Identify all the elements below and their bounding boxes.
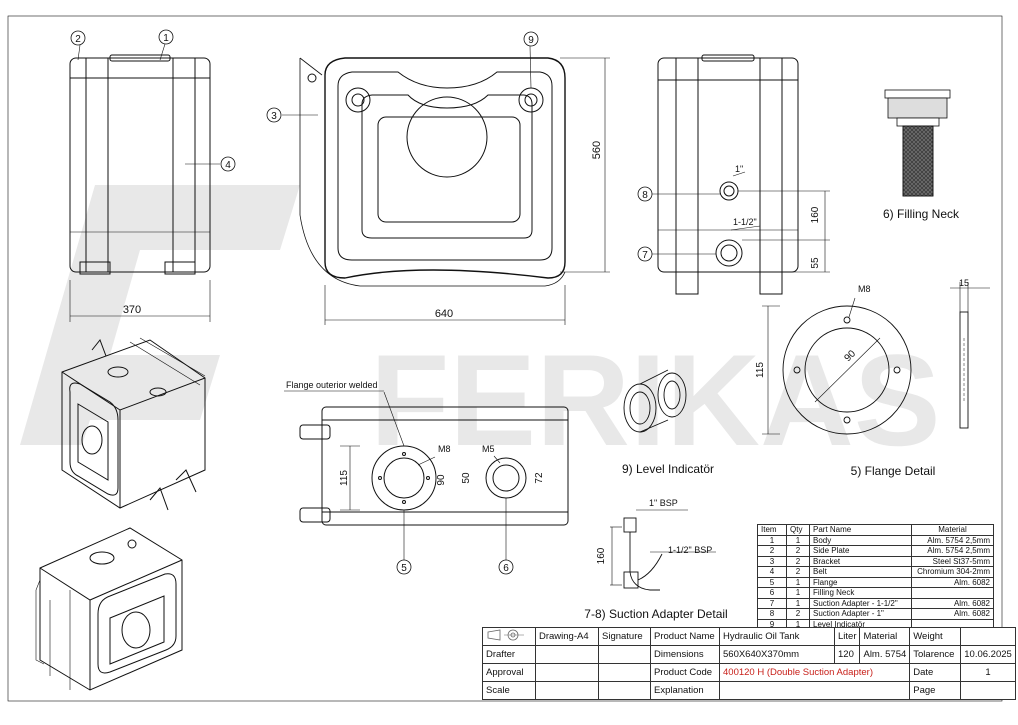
balloon-4: 4 [225, 160, 231, 171]
col-item: Item [757, 524, 787, 536]
title-block: Drawing-A4 Signature Product Name Hydrau… [482, 627, 1016, 700]
balloon-8: 8 [642, 190, 648, 201]
product-code-value: 400120 H (Double Suction Adapter) [718, 663, 911, 682]
dim-160: 160 [810, 206, 821, 223]
col-qty: Qty [786, 524, 810, 536]
suction-adapter-drawing [610, 509, 716, 591]
dim-height-560: 560 [591, 141, 603, 159]
balloon-1: 1 [163, 33, 169, 44]
material-value: Alm. 5754 [859, 645, 911, 664]
watermark: FERIKAS [20, 185, 941, 473]
page-value: 1 [960, 663, 1016, 682]
thread-1-1-2in: 1-1/2" [733, 217, 757, 227]
flange-weld-note: Flange outerior welded [286, 380, 378, 390]
bottom-dia-115: 115 [339, 470, 350, 486]
back-labels: 8 7 1" 1-1/2" 160 55 [637, 164, 821, 269]
front-view [69, 43, 220, 322]
balloon-5: 5 [401, 563, 407, 574]
thread-1in: 1" [735, 164, 743, 174]
sheet-border [7, 15, 1003, 702]
front-balloons: 2 1 4 370 [70, 29, 236, 316]
product-code-label: Product Code [650, 663, 720, 682]
balloon-3: 3 [271, 111, 277, 122]
isometric-view-top [61, 337, 206, 511]
scale-label: Scale [482, 681, 536, 700]
filling-neck-drawing [884, 89, 951, 197]
level-indicator-caption: 9) Level Indicatör [622, 462, 714, 476]
product-name-label: Product Name [650, 627, 720, 646]
drawing-format: Drawing-A4 [535, 627, 599, 646]
liter-value: 120 [833, 645, 861, 664]
approval-label: Approval [482, 663, 536, 682]
balloon-6: 6 [503, 563, 509, 574]
tolerance-label: Tolarence [909, 645, 962, 664]
suction-dim-160: 160 [596, 547, 607, 564]
col-part-name: Part Name [809, 524, 912, 536]
bottom-dia-72: 72 [534, 472, 545, 484]
suction-1in-bsp: 1" BSP [649, 498, 678, 508]
bottom-m8: M8 [438, 444, 451, 454]
suction-1-1-2in-bsp: 1-1/2" BSP [668, 545, 712, 555]
filling-neck-caption: 6) Filling Neck [883, 207, 960, 221]
flange-dia-115: 115 [755, 362, 766, 378]
material-label: Material [859, 627, 911, 646]
flange-drawing [762, 282, 990, 435]
bottom-dia-90: 90 [436, 474, 447, 486]
dimensions-value: 560X640X370mm [719, 645, 835, 664]
explanation-label: Explanation [650, 681, 720, 700]
col-material: Material [911, 524, 994, 536]
weight-value [960, 627, 1016, 646]
projection-symbol-icon [482, 627, 536, 646]
bottom-m5: M5 [482, 444, 495, 454]
flange-m8: M8 [858, 284, 871, 294]
balloon-9: 9 [528, 35, 534, 46]
weight-label: Weight [909, 627, 962, 646]
product-name: Hydraulic Oil Tank [719, 627, 835, 646]
page-label: Page [909, 681, 962, 700]
suction-caption: 7-8) Suction Adapter Detail [584, 607, 727, 621]
date-label: Date [909, 663, 962, 682]
isometric-view-bottom [35, 527, 183, 691]
balloon-2: 2 [75, 34, 81, 45]
bottom-labels: Flange outerior welded 115 90 50 72 M8 M… [284, 380, 545, 575]
dim-55: 55 [810, 257, 821, 269]
bottom-view [299, 391, 569, 560]
side-view [282, 45, 610, 325]
dim-width-640: 640 [435, 308, 453, 320]
back-view [652, 54, 830, 295]
liter-label: Liter [833, 627, 861, 646]
level-indicator-drawing [623, 369, 687, 433]
dim-width-370: 370 [123, 304, 141, 316]
dimensions-label: Dimensions [650, 645, 720, 664]
side-balloons: 3 9 640 560 [266, 31, 603, 320]
signature-label: Signature [598, 627, 651, 646]
bottom-dia-50: 50 [461, 472, 472, 484]
parts-header: Item Qty Part Name Material [757, 524, 994, 536]
flange-caption: 5) Flange Detail [851, 464, 936, 478]
date-value: 10.06.2025 [960, 645, 1016, 664]
drafter-label: Drafter [482, 645, 536, 664]
balloon-7: 7 [642, 250, 648, 261]
flange-thk-15: 15 [959, 278, 969, 288]
